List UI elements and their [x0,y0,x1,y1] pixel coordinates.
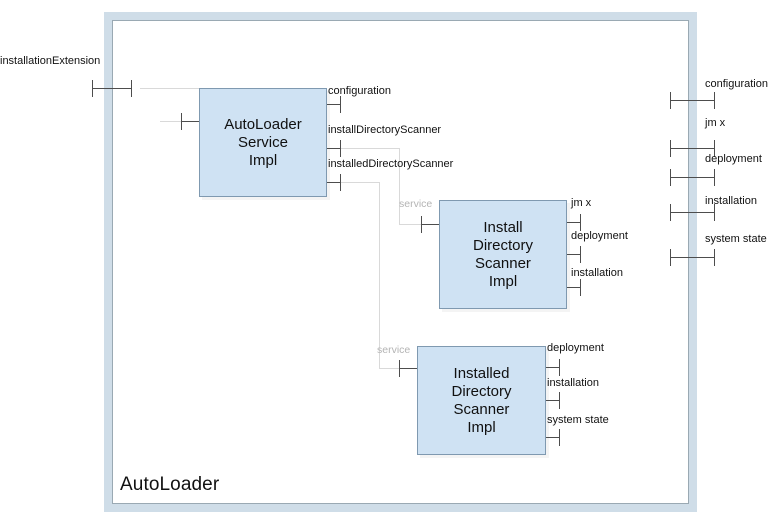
component-port-label-installdirectoryscanner: installDirectoryScanner [328,124,442,136]
component-label: AutoLoader Service Impl [224,115,302,169]
port-bar [340,174,341,191]
port-bar [580,279,581,296]
component-port-label-configuration: configuration [328,85,391,97]
external-port-jmx[interactable] [670,140,718,157]
external-port-installationextension[interactable] [92,80,140,97]
port-bar [714,140,715,157]
port-bar [421,216,422,233]
component-port-label-service: service [377,344,411,356]
port-bar [559,359,560,376]
external-port-configuration[interactable] [670,92,718,109]
component-port-label-deployment: deployment [571,230,628,242]
port-stem [670,212,715,213]
component-installed-directory-scanner-impl[interactable]: Installed Directory Scanner Impl [417,346,546,455]
composite-frame-autoloader [104,12,697,512]
component-install-directory-scanner-impl[interactable]: Install Directory Scanner Impl [439,200,567,309]
component-port-installed-deployment[interactable] [546,359,560,376]
port-stem [327,104,341,105]
component-autoloader-service-impl[interactable]: AutoLoader Service Impl [199,88,327,197]
external-port-installation[interactable] [670,204,718,221]
port-bar [399,360,400,377]
port-stem [399,368,417,369]
external-port-label-installation: installation [705,195,757,207]
component-port-label-service: service [399,198,433,210]
wire-segment [379,368,418,369]
port-stem [327,182,341,183]
component-port-label-installation: installation [571,267,623,279]
port-stem [546,367,560,368]
port-bar [670,204,671,221]
component-port-label-jmx: jm x [571,197,592,209]
wire-segment [399,148,400,224]
component-port-label-deployment: deployment [547,342,604,354]
port-bar [714,249,715,266]
component-port-autoloader-installeddirectoryscanner[interactable] [327,174,341,191]
component-port-label-systemstate: system state [547,414,609,426]
port-bar [340,96,341,113]
port-bar [714,169,715,186]
port-stem [567,222,581,223]
port-bar [181,113,182,130]
port-stem [670,257,715,258]
component-port-label-installation: installation [547,377,599,389]
port-bar [340,140,341,157]
wire-segment [140,88,200,89]
port-stem [546,437,560,438]
port-stem [181,121,199,122]
wire-segment [340,182,380,183]
component-port-install-jmx[interactable] [567,214,581,231]
component-port-autoloader-installdirectoryscanner[interactable] [327,140,341,157]
external-port-systemstate[interactable] [670,249,718,266]
component-port-label-installeddirectoryscanner: installedDirectoryScanner [328,158,454,170]
port-bar [580,246,581,263]
component-port-installed-service[interactable] [399,360,417,377]
port-bar [714,92,715,109]
port-bar [714,204,715,221]
port-stem [327,148,341,149]
external-port-deployment[interactable] [670,169,718,186]
wire-segment [340,148,400,149]
port-stem [567,287,581,288]
component-port-installed-systemstate[interactable] [546,429,560,446]
component-label: Installed Directory Scanner Impl [451,364,512,436]
port-bar [670,249,671,266]
port-stem [567,254,581,255]
port-stem [670,177,715,178]
port-bar [559,392,560,409]
port-bar [131,80,132,97]
port-stem [546,400,560,401]
component-port-autoloader-installationextension[interactable] [181,113,199,130]
port-bar [580,214,581,231]
port-stem [421,224,439,225]
composite-title: AutoLoader [120,474,220,495]
port-bar [670,92,671,109]
port-stem [670,100,715,101]
port-bar [670,140,671,157]
component-port-autoloader-configuration[interactable] [327,96,341,113]
port-bar [559,429,560,446]
external-port-label-deployment: deployment [705,153,762,165]
port-bar [92,80,93,97]
external-port-label-systemstate: system state [705,233,767,245]
external-port-label-configuration: configuration [705,78,768,90]
port-stem [92,88,132,89]
external-port-label-installationextension: installationExtension [0,55,101,67]
component-port-install-service[interactable] [421,216,439,233]
component-port-install-installation[interactable] [567,279,581,296]
port-stem [670,148,715,149]
wire-segment [379,182,380,368]
port-bar [670,169,671,186]
component-port-install-deployment[interactable] [567,246,581,263]
component-port-installed-installation[interactable] [546,392,560,409]
component-label: Install Directory Scanner Impl [472,218,533,290]
wire-segment [160,121,200,122]
external-port-label-jmx: jm x [705,117,726,129]
wire-segment [399,224,440,225]
